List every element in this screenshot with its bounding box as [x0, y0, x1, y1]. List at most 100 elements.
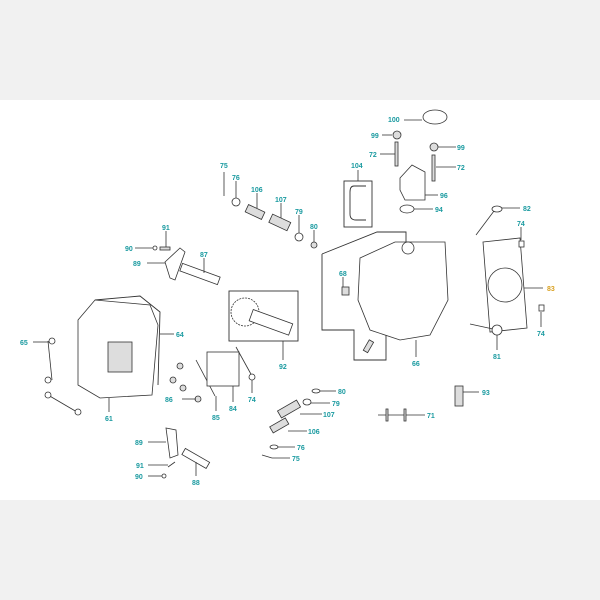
callout-74[interactable]: 74: [537, 331, 545, 338]
dowel-line: [235, 346, 253, 377]
pin-part: [385, 408, 389, 422]
nut-part: [392, 130, 402, 140]
spring-part: [268, 213, 292, 232]
callout-99[interactable]: 99: [371, 133, 379, 140]
valve-part: [491, 324, 503, 336]
cylinder-head-part: [357, 241, 449, 341]
callout-81[interactable]: 81: [493, 354, 501, 361]
callout-80[interactable]: 80: [310, 224, 318, 231]
camshaft-part: [248, 309, 294, 336]
callout-72[interactable]: 72: [369, 152, 377, 159]
parts-diagram: 100 99 99 72 72 104 96 94 82 74 83 68 66…: [0, 100, 600, 500]
callout-74[interactable]: 74: [248, 397, 256, 404]
bolt-part: [48, 337, 56, 345]
callout-75[interactable]: 75: [292, 456, 300, 463]
callout-99[interactable]: 99: [457, 145, 465, 152]
callout-76[interactable]: 76: [232, 175, 240, 182]
spark-plug-part: [454, 385, 464, 407]
callout-88[interactable]: 88: [192, 480, 200, 487]
screw-part: [167, 461, 176, 468]
callout-76[interactable]: 76: [297, 445, 305, 452]
callout-96[interactable]: 96: [440, 193, 448, 200]
head-box: [321, 254, 387, 361]
retainer-part: [302, 398, 312, 406]
clamp-part: [422, 109, 448, 125]
callout-91[interactable]: 91: [136, 463, 144, 470]
callout-72[interactable]: 72: [457, 165, 465, 172]
cover-gasket-part: [94, 295, 161, 386]
nut-part: [179, 384, 187, 392]
valve-stem: [469, 323, 494, 330]
intake-manifold-part: [399, 164, 426, 201]
part-shapes: [44, 109, 545, 479]
callout-79[interactable]: 79: [332, 401, 340, 408]
pin-part: [403, 408, 407, 422]
callout-66[interactable]: 66: [412, 361, 420, 368]
screw-part: [159, 246, 171, 251]
valve-guide-part: [362, 339, 375, 354]
seat-part: [231, 197, 241, 207]
washer-part: [152, 245, 158, 251]
dowel-part: [518, 240, 525, 248]
gasket-bore: [487, 267, 523, 303]
nut-part: [169, 376, 177, 384]
dowel-part: [248, 373, 256, 381]
callout-83[interactable]: 83: [547, 286, 555, 293]
callout-87[interactable]: 87: [200, 252, 208, 259]
cam-holder-part: [206, 351, 240, 387]
stud-part: [394, 141, 399, 167]
callout-74[interactable]: 74: [517, 221, 525, 228]
callout-79[interactable]: 79: [295, 209, 303, 216]
callout-92[interactable]: 92: [279, 364, 287, 371]
retainer-part: [294, 232, 304, 242]
bolt-part: [44, 391, 52, 399]
hose-part: [349, 185, 366, 221]
callout-91[interactable]: 91: [162, 225, 170, 232]
bolt-part: [74, 408, 82, 416]
callout-86[interactable]: 86: [165, 397, 173, 404]
valve-part: [491, 205, 503, 213]
callout-89[interactable]: 89: [135, 440, 143, 447]
callout-104[interactable]: 104: [351, 163, 363, 170]
cap-part: [310, 241, 318, 249]
nut-part: [176, 362, 184, 370]
camshaft-box: [228, 290, 299, 342]
rocker-shaft-part: [181, 447, 211, 470]
callout-106[interactable]: 106: [308, 429, 320, 436]
washer-part: [161, 473, 167, 479]
callout-90[interactable]: 90: [135, 474, 143, 481]
cap-part: [311, 388, 321, 394]
callout-80[interactable]: 80: [338, 389, 346, 396]
callout-61[interactable]: 61: [105, 416, 113, 423]
cover-boss-part: [107, 341, 133, 373]
callout-89[interactable]: 89: [133, 261, 141, 268]
callout-106[interactable]: 106: [251, 187, 263, 194]
callout-107[interactable]: 107: [323, 412, 335, 419]
seat-part: [269, 444, 279, 450]
nut-part: [429, 142, 439, 152]
port-part: [401, 241, 415, 255]
diagram-svg: 100 99 99 72 72 104 96 94 82 74 83 68 66…: [20, 109, 555, 487]
callout-107[interactable]: 107: [275, 197, 287, 204]
spring-part: [269, 417, 290, 434]
stud-part: [431, 154, 436, 182]
callout-65[interactable]: 65: [20, 340, 28, 347]
callout-82[interactable]: 82: [523, 206, 531, 213]
spring-part: [244, 204, 266, 220]
callout-75[interactable]: 75: [220, 163, 228, 170]
rocker-arm-part: [164, 247, 186, 281]
callout-93[interactable]: 93: [482, 390, 490, 397]
callout-84[interactable]: 84: [229, 406, 237, 413]
callout-100[interactable]: 100: [388, 117, 400, 124]
plug-part: [341, 286, 350, 296]
valve-stem: [475, 210, 495, 236]
bolt-line: [47, 394, 78, 413]
dowel-part: [538, 304, 545, 312]
callout-85[interactable]: 85: [212, 415, 220, 422]
callout-68[interactable]: 68: [339, 271, 347, 278]
callout-90[interactable]: 90: [125, 246, 133, 253]
callout-94[interactable]: 94: [435, 207, 443, 214]
callout-71[interactable]: 71: [427, 413, 435, 420]
cotter-part: [261, 454, 273, 459]
callout-64[interactable]: 64: [176, 332, 184, 339]
